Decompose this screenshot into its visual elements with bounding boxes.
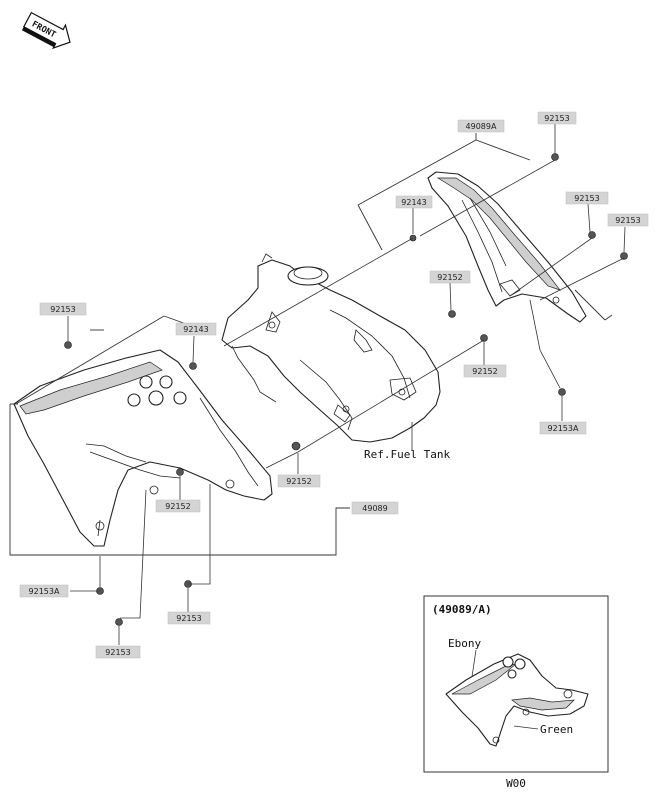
part-label-92153a-right: 92153A [539, 421, 587, 435]
part-label-92143-left: 92143 [175, 322, 217, 336]
svg-text:92153A: 92153A [29, 587, 60, 596]
part-label-92153-bottom-middle: 92153 [167, 611, 211, 625]
svg-text:49089: 49089 [362, 504, 387, 513]
svg-text:92153: 92153 [176, 614, 201, 623]
bracket-49089 [9, 404, 350, 556]
svg-text:92153: 92153 [615, 216, 640, 225]
right-hardware [409, 153, 628, 396]
svg-text:92152: 92152 [472, 367, 497, 376]
part-label-92153-right-2: 92153 [607, 213, 649, 227]
svg-text:92143: 92143 [183, 325, 208, 334]
left-shroud [13, 349, 273, 547]
svg-text:92153: 92153 [105, 648, 130, 657]
part-label-92153-right-1: 92153 [565, 191, 609, 205]
part-label-92153-left: 92153 [39, 302, 87, 316]
fuel-tank [221, 253, 441, 443]
fuel-tank-label: Ref.Fuel Tank [364, 448, 450, 461]
part-label-92153-bottom-left: 92153 [95, 645, 141, 659]
part-label-49089: 49089 [351, 501, 399, 515]
svg-text:92153: 92153 [574, 194, 599, 203]
right-shroud [427, 171, 587, 323]
front-marker: FRONT [21, 11, 71, 50]
part-label-92153a-left: 92153A [19, 584, 69, 598]
part-label-49089a: 49089A [457, 119, 505, 133]
part-label-92152-right-bottom: 92152 [463, 364, 507, 378]
part-label-92152-left: 92152 [155, 499, 201, 513]
svg-text:92152: 92152 [165, 502, 190, 511]
part-label-92152-middle: 92152 [277, 474, 321, 488]
part-label-92153-top-right: 92153 [537, 111, 577, 125]
svg-text:92153: 92153 [50, 305, 75, 314]
inset-title: (49089/A) [432, 603, 492, 616]
svg-text:92152: 92152 [437, 273, 462, 282]
inset-color-green: Green [540, 723, 573, 736]
svg-text:49089A: 49089A [466, 122, 497, 131]
inset-footer: W00 [506, 777, 526, 790]
part-label-92152-right: 92152 [429, 270, 471, 284]
part-label-92143-right: 92143 [395, 195, 433, 209]
left-hardware [64, 341, 301, 626]
svg-text:92153A: 92153A [548, 424, 579, 433]
inset-color-ebony: Ebony [448, 637, 481, 650]
inset-box: (49089/A) Ebony Green [423, 595, 609, 773]
svg-text:92143: 92143 [401, 198, 426, 207]
svg-text:92152: 92152 [286, 477, 311, 486]
svg-text:92153: 92153 [544, 114, 569, 123]
